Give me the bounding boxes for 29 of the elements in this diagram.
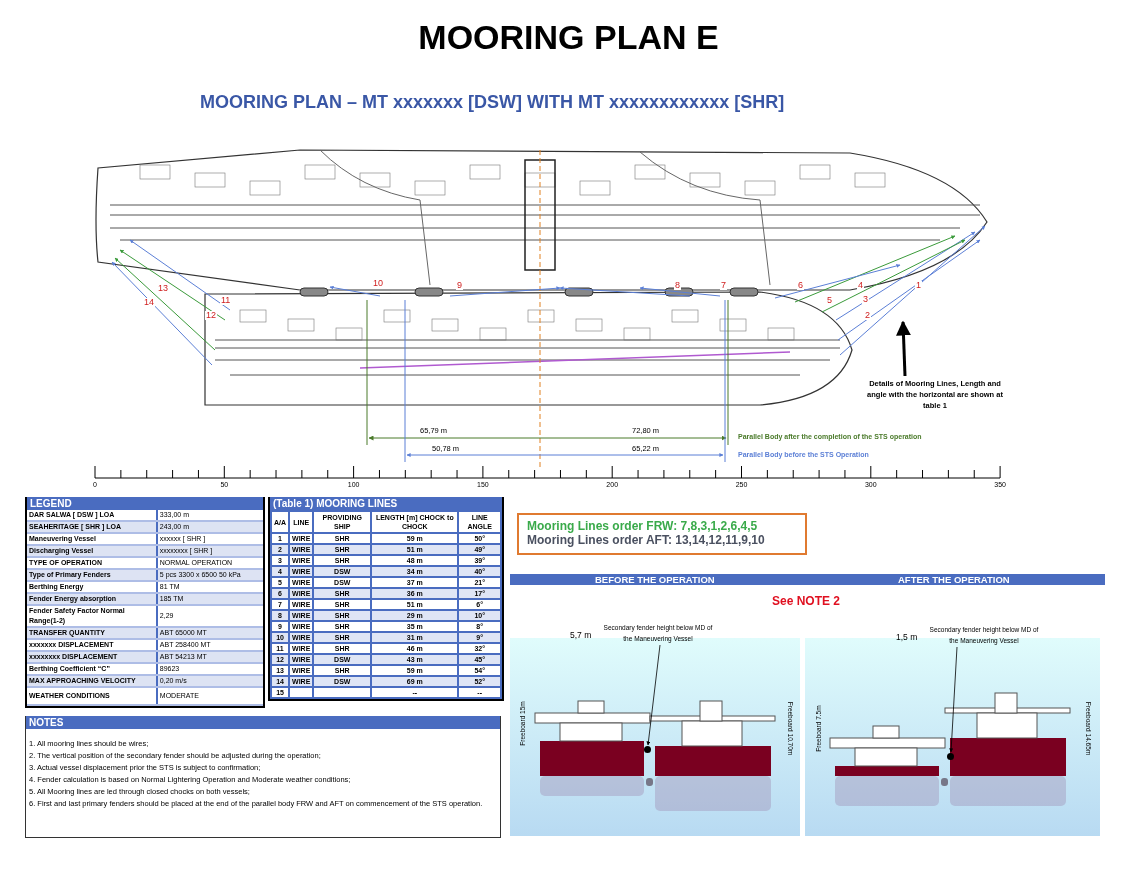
table-title: LEGEND [27, 497, 263, 510]
warning-text: See NOTE 2 [772, 594, 841, 608]
line-number: 4 [857, 281, 864, 290]
line-number: 8 [674, 281, 681, 290]
line-number: 12 [205, 311, 217, 320]
table-title: (Table 1) MOORING LINES [270, 497, 502, 510]
dimension-label: 5,7 m [570, 630, 592, 640]
line-number: 5 [826, 296, 833, 305]
line-number: 13 [157, 284, 169, 293]
page-title: MOORING PLAN E [417, 18, 720, 57]
line-number: 11 [220, 296, 232, 305]
fender-symbol [947, 753, 954, 760]
fender-symbol [644, 746, 651, 753]
section-header: NOTES [26, 716, 500, 729]
leader-line [896, 320, 911, 377]
line-number: 10 [372, 279, 384, 288]
line-number: 2 [864, 311, 871, 320]
line-number: 14 [143, 298, 155, 307]
subtitle: MOORING PLAN – MT xxxxxxx [DSW] WITH MT xxxxxxxxxxxx [SHR] [200, 92, 785, 113]
order-text: Mooring Lines order AFT: 13,14,12,11,9,10 [527, 533, 766, 547]
line-number: 7 [720, 281, 727, 290]
dimension-label: 1,5 m [896, 632, 918, 642]
line-number: 3 [862, 295, 869, 304]
section-header: BEFORE THE OPERATION [595, 574, 715, 585]
order-text: Mooring Lines order FRW: 7,8,3,1,2,6,4,5 [527, 519, 759, 533]
line-number: 6 [797, 281, 804, 290]
section-header: AFTER THE OPERATION [898, 574, 1010, 585]
line-number: 1 [915, 281, 922, 290]
line-number: 9 [456, 281, 463, 290]
